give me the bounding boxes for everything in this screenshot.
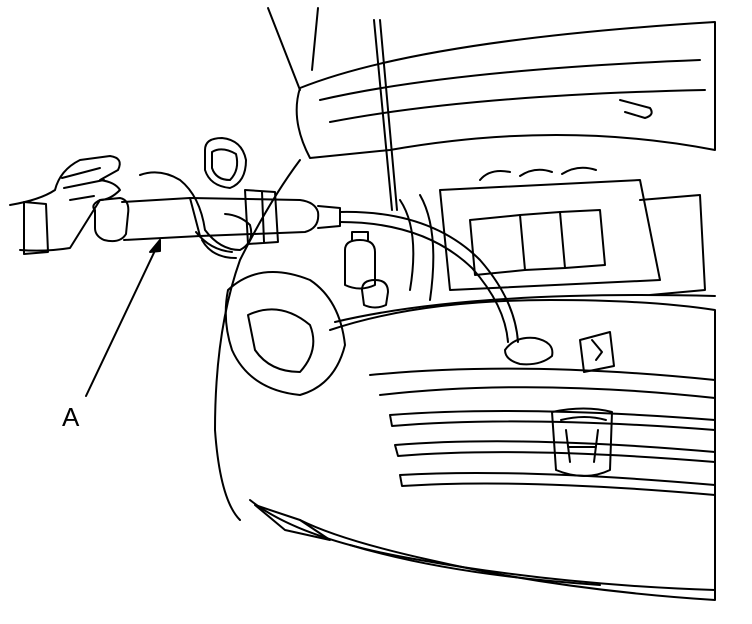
- radiator-support: [335, 295, 715, 322]
- grille-bar-1: [390, 411, 715, 430]
- left-hand: [10, 156, 120, 251]
- pressure-tester-tool: [93, 138, 518, 342]
- bumper-lip: [350, 545, 600, 585]
- grille-upper: [370, 369, 715, 398]
- hoses-left: [400, 195, 433, 300]
- pressure-gauge: [205, 138, 246, 188]
- tester-pump-body: [122, 198, 200, 240]
- radiator-filler-neck: [505, 338, 552, 365]
- battery-area: [640, 195, 705, 295]
- intake-runner-1: [470, 215, 525, 275]
- right-hand-fingers: [196, 232, 236, 258]
- headlight-lens-inner: [248, 309, 313, 372]
- coolant-reservoir: [345, 240, 375, 289]
- intake-runner-3: [560, 210, 605, 268]
- tester-pump-handle: [93, 198, 128, 241]
- intake-runner-2: [520, 212, 565, 270]
- engine-bay: [345, 168, 705, 372]
- honda-h-logo: [552, 409, 612, 477]
- callout-a-arrowhead: [150, 240, 160, 252]
- left-cuff: [24, 202, 48, 254]
- left-hand-fingers: [62, 168, 104, 200]
- callout-a: A: [62, 240, 160, 432]
- grille-bar-3: [400, 473, 715, 495]
- right-hand: [140, 172, 251, 250]
- front-fascia: [300, 300, 715, 600]
- hood-prop-rod: [374, 20, 397, 210]
- tester-hose-end: [318, 206, 340, 228]
- headlight: [226, 272, 345, 395]
- tester-coupling: [245, 190, 278, 244]
- fluid-bottle: [362, 280, 388, 308]
- left-fender: [215, 160, 300, 520]
- tester-hose: [340, 212, 518, 342]
- lower-bumper: [250, 500, 715, 590]
- fog-light-left: [255, 505, 330, 540]
- grille-bar-2: [395, 441, 715, 462]
- a-pillar: [268, 8, 318, 90]
- hood-inner-edge: [320, 60, 705, 122]
- tester-hose-inner: [340, 222, 508, 342]
- engine-cover: [440, 180, 660, 290]
- callout-a-leader: [86, 240, 160, 396]
- gauge-face: [212, 149, 237, 180]
- reservoir-cap: [352, 232, 368, 240]
- hood-latch: [620, 100, 652, 118]
- vehicle-front: [215, 8, 715, 600]
- engine-top-caps: [480, 168, 596, 180]
- hood-latch-bracket: [580, 332, 614, 372]
- tester-barrel: [190, 198, 318, 236]
- callout-a-label: A: [62, 402, 80, 432]
- open-hood: [297, 22, 715, 158]
- technician-hands: [10, 156, 251, 258]
